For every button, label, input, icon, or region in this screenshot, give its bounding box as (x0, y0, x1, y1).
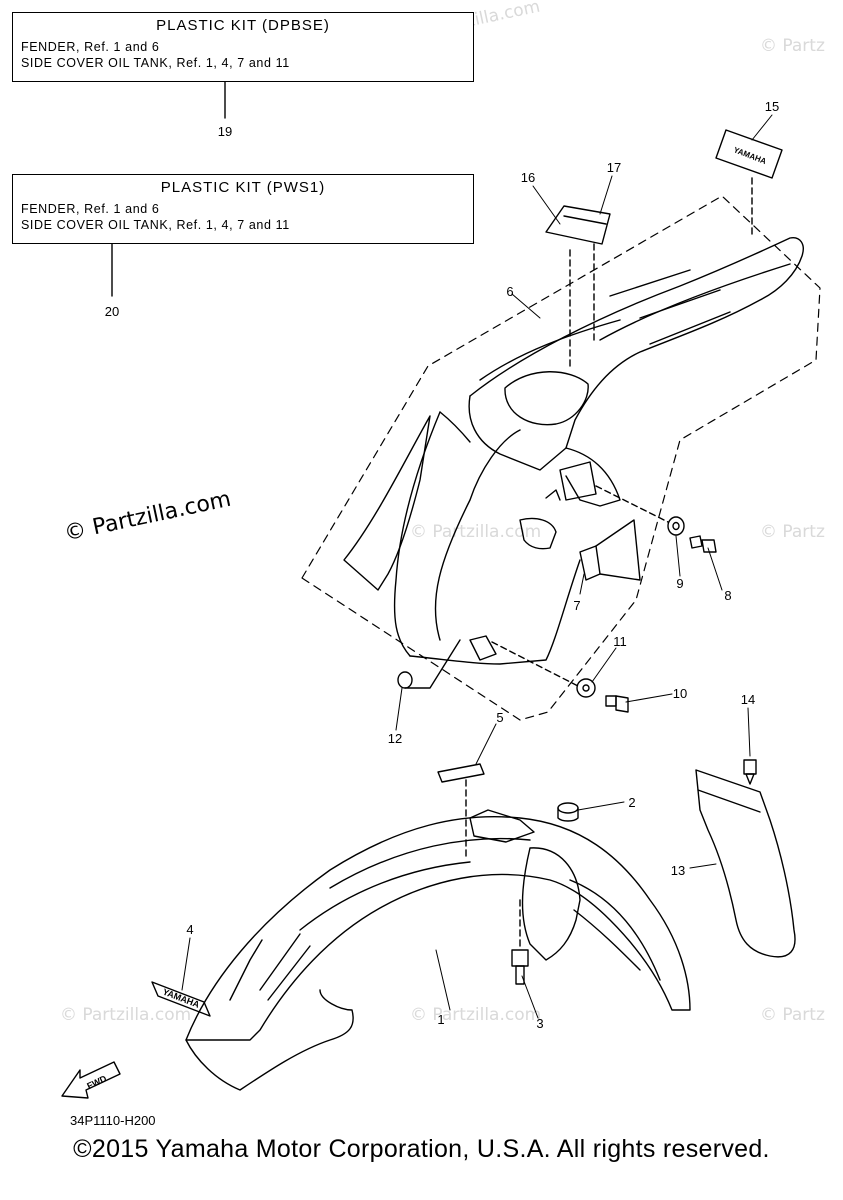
callout-14[interactable]: 14 (741, 692, 755, 707)
callout-11[interactable]: 11 (613, 634, 627, 649)
assembly-outline (301, 195, 821, 721)
alignment-lines (465, 177, 753, 951)
callout-2[interactable]: 2 (628, 795, 635, 810)
decal-15[interactable] (715, 129, 783, 179)
screw-14[interactable] (743, 759, 757, 785)
fwd-label: FWD (85, 1073, 108, 1091)
rear-fender[interactable] (343, 237, 804, 665)
callout-numbers: 19 20 1 2 3 4 5 6 7 8 9 10 11 12 13 14 1… (105, 99, 779, 1031)
kit-title: PLASTIC KIT (PWS1) (160, 179, 326, 196)
kit-title: PLASTIC KIT (DPBSE) (156, 17, 330, 34)
diagram-id: 34P1110-H200 (70, 1113, 156, 1128)
pad-5[interactable] (437, 763, 485, 783)
grommet-12[interactable] (397, 639, 461, 689)
guard-13[interactable] (695, 769, 796, 958)
front-fender[interactable] (185, 809, 691, 1091)
kit-line: FENDER, Ref. 1 and 6 (21, 202, 160, 216)
copyright-notice: ©2015 Yamaha Motor Corporation, U.S.A. A… (73, 1135, 770, 1163)
decal-4-text: YAMAHA (161, 987, 201, 1010)
kit-line: SIDE COVER OIL TANK, Ref. 1, 4, 7 and 11 (21, 218, 290, 232)
callout-4[interactable]: 4 (186, 922, 193, 937)
decal-15-text: YAMAHA (732, 145, 768, 166)
callout-3[interactable]: 3 (536, 1016, 543, 1031)
bolt-8[interactable] (689, 535, 717, 553)
callout-10[interactable]: 10 (673, 686, 687, 701)
screw-3[interactable] (511, 949, 529, 985)
callout-1[interactable]: 1 (437, 1012, 444, 1027)
callout-9[interactable]: 9 (676, 576, 683, 591)
kit-line: SIDE COVER OIL TANK, Ref. 1, 4, 7 and 11 (21, 56, 290, 70)
callout-20[interactable]: 20 (105, 304, 119, 319)
callout-13[interactable]: 13 (671, 863, 685, 878)
callout-leaders (181, 114, 773, 1019)
washer-11[interactable] (576, 678, 596, 698)
clip-7[interactable] (579, 519, 641, 581)
callout-12[interactable]: 12 (388, 731, 402, 746)
watermark: © Partzilla.com (410, 1005, 542, 1025)
kit-box-dpbse[interactable]: PLASTIC KIT (DPBSE) FENDER, Ref. 1 and 6… (12, 12, 474, 82)
callout-7[interactable]: 7 (573, 598, 580, 613)
decal-4[interactable] (151, 981, 211, 1017)
watermark: © Partzilla.com (60, 1005, 192, 1025)
kit-box-pws1[interactable]: PLASTIC KIT (PWS1) FENDER, Ref. 1 and 6 … (12, 174, 474, 244)
washer-9[interactable] (667, 516, 685, 536)
callout-16[interactable]: 16 (521, 170, 535, 185)
seat-pad-16-17[interactable] (545, 205, 611, 245)
callout-15[interactable]: 15 (765, 99, 779, 114)
bolt-2[interactable] (557, 802, 579, 822)
fwd-arrow (61, 1061, 121, 1099)
kit-line: FENDER, Ref. 1 and 6 (21, 40, 160, 54)
callout-8[interactable]: 8 (724, 588, 731, 603)
watermark: © Partz (760, 36, 825, 56)
callout-17[interactable]: 17 (607, 160, 621, 175)
watermark: © Partz (760, 1005, 825, 1025)
callout-6[interactable]: 6 (506, 284, 513, 299)
bolt-10[interactable] (605, 695, 629, 713)
watermark: © Partzilla.com (410, 522, 542, 542)
callout-5[interactable]: 5 (496, 710, 503, 725)
callout-19[interactable]: 19 (218, 124, 232, 139)
watermark: © Partz (760, 522, 825, 542)
